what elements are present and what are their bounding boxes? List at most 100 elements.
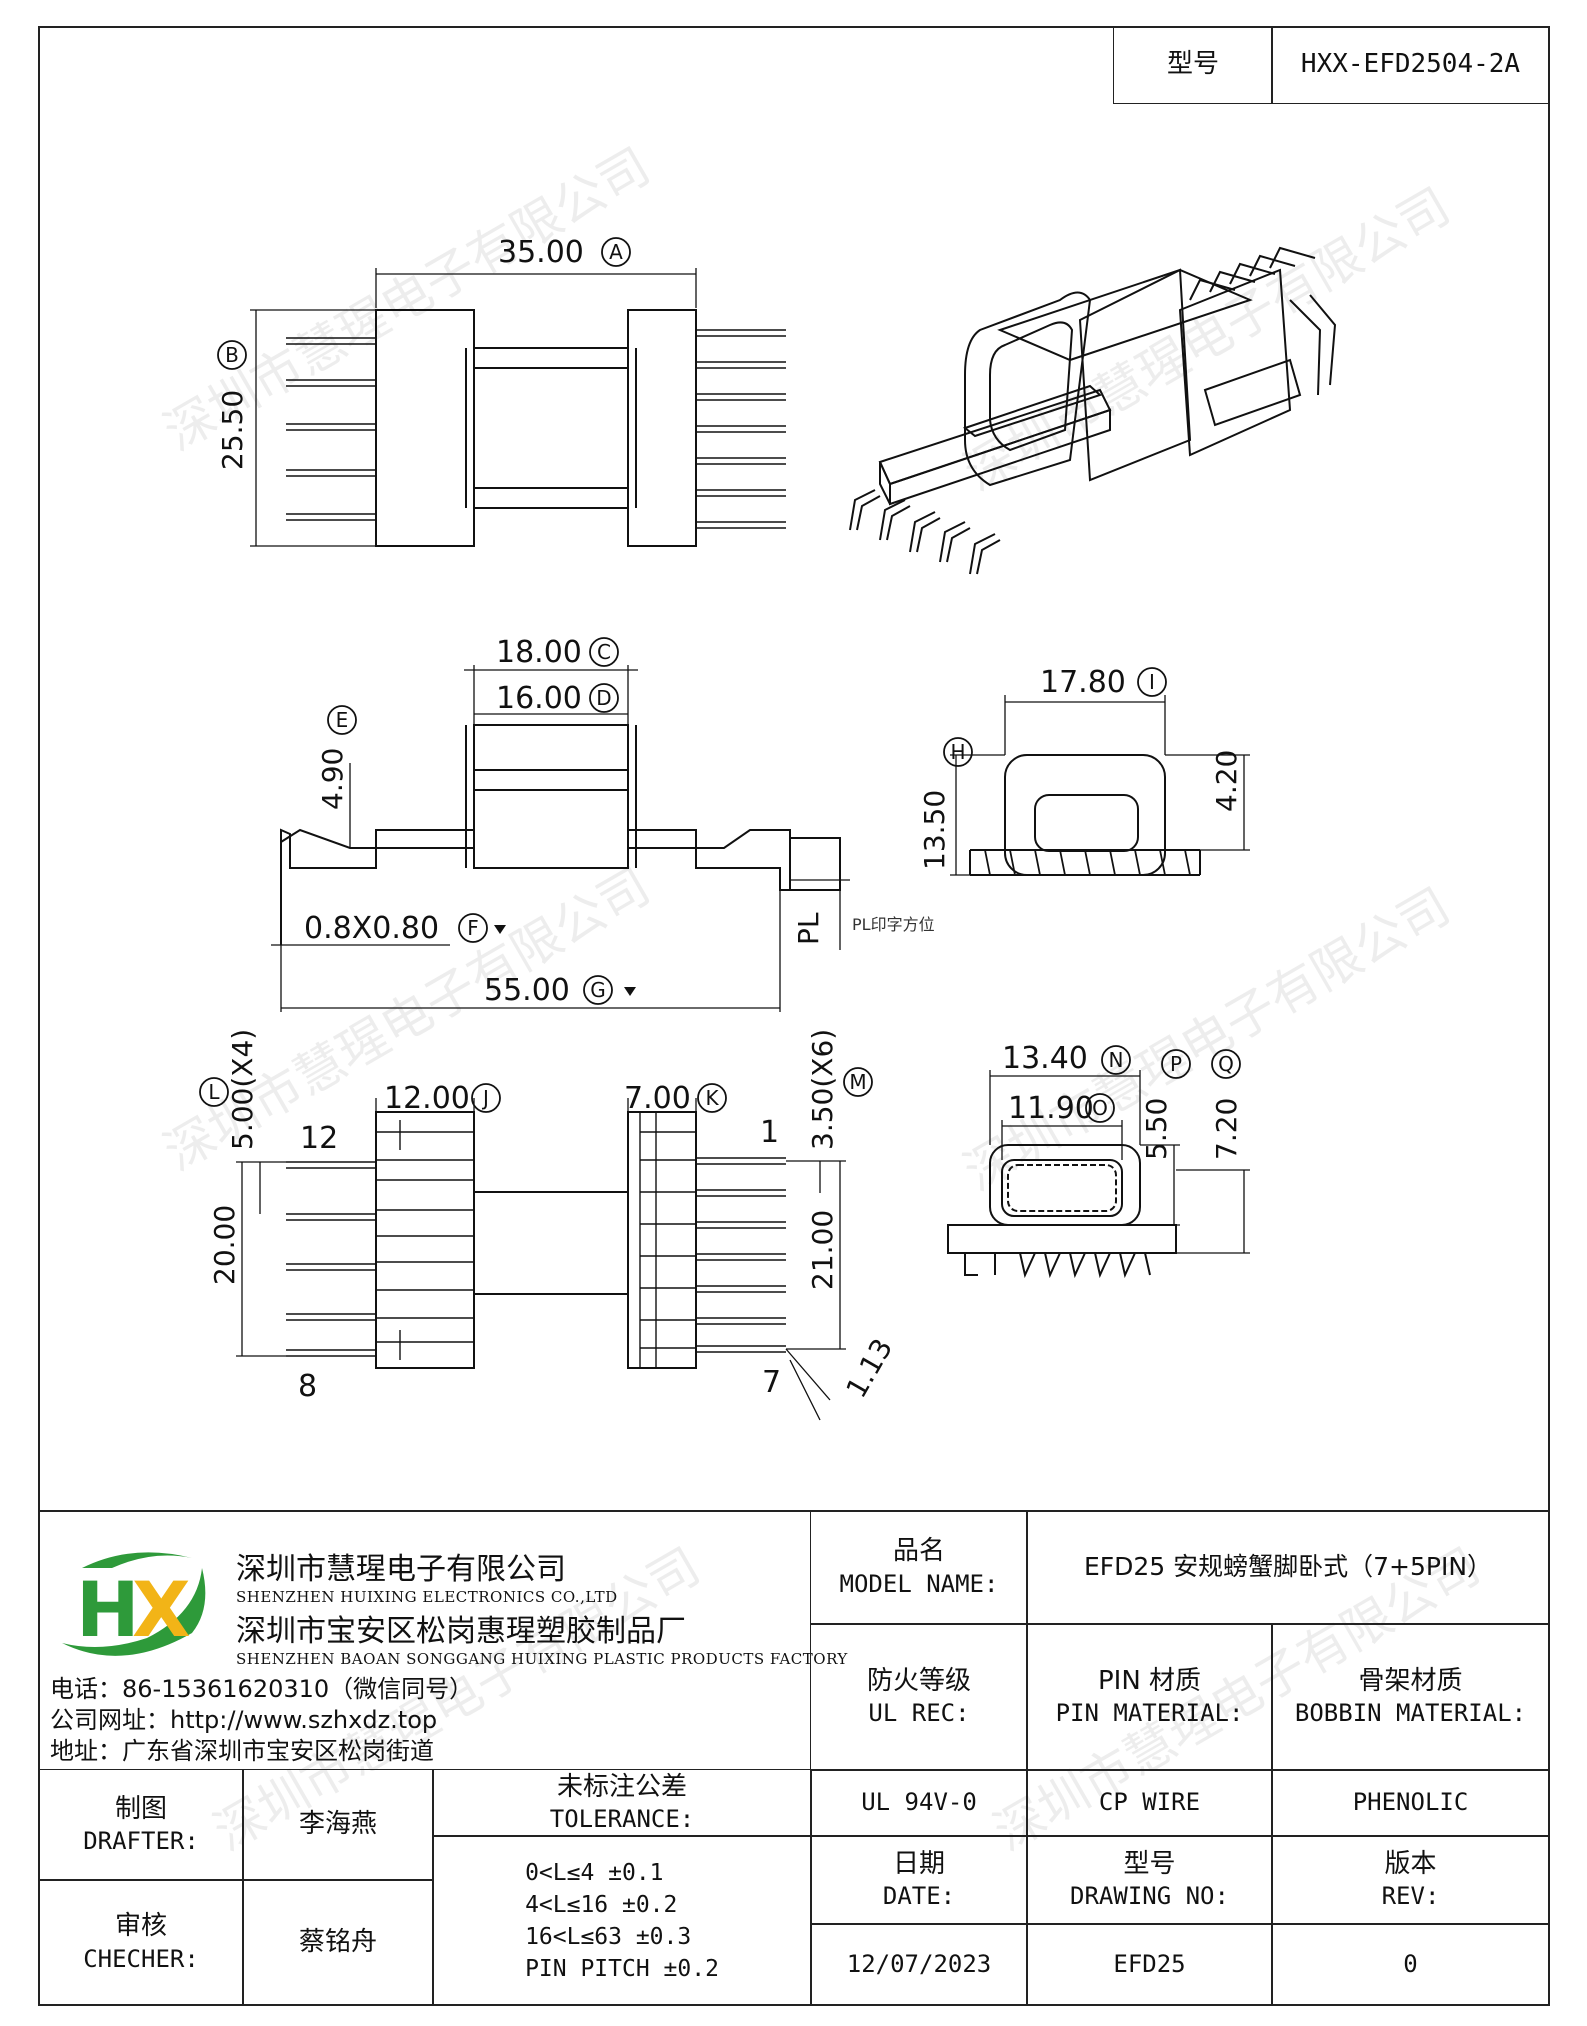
- model-name-cn: 品名: [892, 1536, 945, 1566]
- model-name-label-cell: 品名 MODEL NAME:: [810, 1510, 1028, 1625]
- company-logo: H X: [62, 1552, 206, 1656]
- header-label-cell: 型号: [1113, 26, 1273, 104]
- drafter-name-cell: 李海燕: [242, 1769, 434, 1881]
- callout-letter: N: [1109, 1048, 1124, 1072]
- bobbin-value: PHENOLIC: [1352, 1788, 1469, 1817]
- callout-letter: A: [609, 240, 623, 264]
- pin-number-7: 7: [762, 1365, 781, 1400]
- checker-label-cell: 审核 CHECHER:: [38, 1879, 244, 2006]
- model-name-en: MODEL NAME:: [839, 1569, 999, 1598]
- ul-cn: 防火等级: [866, 1665, 971, 1696]
- arrow-markers: [494, 925, 636, 996]
- date-value: 12/07/2023: [846, 1949, 992, 1978]
- dim-offset-text: 1.13: [839, 1333, 899, 1403]
- ul-value-cell: UL 94V-0: [810, 1769, 1028, 1837]
- dim-d-text: 16.00: [496, 681, 582, 716]
- callout-circle: [471, 1083, 501, 1113]
- company-name-en: SHENZHEN HUIXING ELECTRONICS CO.,LTD: [236, 1588, 618, 1606]
- callout-circle: [458, 913, 488, 943]
- ul-en: UL REC:: [868, 1699, 970, 1728]
- callout-letter: G: [590, 978, 606, 1002]
- ul-value: UL 94V-0: [861, 1788, 977, 1817]
- address: 地址：广东省深圳市宝安区松岗街道: [50, 1737, 434, 1765]
- drawing-no-en: DRAWING NO:: [1070, 1882, 1229, 1911]
- callout-circle: [1101, 1045, 1131, 1075]
- date-label-cell: 日期 DATE:: [810, 1835, 1028, 1925]
- bobbin-value-cell: PHENOLIC: [1271, 1769, 1550, 1837]
- side-view: [271, 665, 850, 1012]
- rev-value: 0: [1403, 1949, 1418, 1978]
- bobbin-material-cn: 骨架材质: [1358, 1665, 1463, 1696]
- callout-circle: [843, 1067, 873, 1097]
- isometric-view: [849, 246, 1337, 575]
- rev-en: REV:: [1381, 1882, 1440, 1911]
- ul-label-cell: 防火等级 UL REC:: [810, 1623, 1028, 1771]
- pin-material-cn: PIN 材质: [1097, 1665, 1202, 1696]
- callout-letter: H: [950, 740, 965, 764]
- dim-m-text: 3.50(X6): [806, 1029, 839, 1150]
- end-view-2: [947, 1070, 1250, 1279]
- drafter-cn: 制图: [114, 1793, 167, 1824]
- pin-number-1: 1: [760, 1115, 779, 1150]
- dim-f-text: 0.8X0.80: [304, 911, 439, 946]
- callout-circle: [589, 683, 619, 713]
- callout-circle: [199, 1077, 229, 1107]
- dim-a-text: 35.00: [498, 235, 584, 270]
- callout-letter: P: [1170, 1052, 1182, 1076]
- dim-c-text: 18.00: [496, 635, 582, 670]
- callout-letter: I: [1149, 670, 1155, 694]
- dim-b-text: 25.50: [216, 390, 249, 470]
- dim-n-text: 13.40: [1002, 1041, 1088, 1076]
- dim-e-text: 4.90: [316, 748, 349, 810]
- model-name-value-cell: EFD25 安规螃蟹脚卧式（7+5PIN）: [1026, 1510, 1550, 1625]
- rev-cn: 版本: [1384, 1848, 1437, 1879]
- callout-circle: [217, 340, 247, 370]
- tolerance-list: 0<L≤4 ±0.1 4<L≤16 ±0.2 16<L≤63 ±0.3 PIN …: [525, 1857, 719, 1985]
- drawing-no-cn: 型号: [1123, 1848, 1176, 1879]
- callout-letter: B: [225, 343, 239, 367]
- pin-material-en: PIN MATERIAL:: [1055, 1699, 1244, 1728]
- dim-p-text: 5.50: [1140, 1098, 1173, 1160]
- tolerance-line: 16<L≤63 ±0.3: [525, 1923, 692, 1950]
- rev-value-cell: 0: [1271, 1923, 1550, 2006]
- date-cn: 日期: [892, 1848, 945, 1879]
- callout-circle: [943, 737, 973, 767]
- svg-text:X: X: [132, 1565, 191, 1654]
- callout-circle: [589, 637, 619, 667]
- callout-circle: [1085, 1093, 1115, 1123]
- svg-text:H: H: [76, 1565, 140, 1654]
- callout-letter: K: [705, 1086, 719, 1110]
- tolerance-line: 4<L≤16 ±0.2: [525, 1891, 678, 1918]
- callout-circle: [583, 975, 613, 1005]
- dimension-labels: 35.00 25.50 18.00 16.00 4.90 0.8X0.80 55…: [208, 235, 1243, 1404]
- callout-letter: Q: [1218, 1052, 1234, 1076]
- bottom-view: [236, 1098, 846, 1421]
- drawing-no-value: EFD25: [1113, 1949, 1186, 1978]
- header-part-number-cell: HXX-EFD2504-2A: [1271, 26, 1550, 104]
- pin-value-cell: CP WIRE: [1026, 1769, 1273, 1837]
- pl-note-text: PL印字方位: [852, 915, 935, 934]
- callout-circle: [1161, 1049, 1191, 1079]
- dim-right-span-text: 21.00: [806, 1210, 839, 1290]
- header-label: 型号: [1166, 49, 1219, 80]
- date-value-cell: 12/07/2023: [810, 1923, 1028, 2006]
- dim-o-text: 11.90: [1008, 1091, 1094, 1126]
- callout-letter: O: [1092, 1096, 1108, 1120]
- drawing-no-label-cell: 型号 DRAWING NO:: [1026, 1835, 1273, 1925]
- callout-letter: M: [849, 1070, 866, 1094]
- title-block-divider: [38, 1510, 1550, 1512]
- callout-circle: [327, 705, 357, 735]
- checker-cn: 审核: [114, 1911, 167, 1941]
- top-view: [250, 268, 786, 547]
- website: 公司网址：http://www.szhxdz.top: [50, 1706, 438, 1734]
- drafter-name: 李海燕: [298, 1809, 377, 1840]
- pl-text: PL: [792, 912, 825, 945]
- bobbin-material-label-cell: 骨架材质 BOBBIN MATERIAL:: [1271, 1623, 1550, 1771]
- dim-i-text: 17.80: [1040, 665, 1126, 700]
- tolerance-cn: 未标注公差: [556, 1771, 687, 1802]
- drafter-label-cell: 制图 DRAFTER:: [38, 1769, 244, 1881]
- factory-name-cn: 深圳市宝安区松岗惠瑆塑胶制品厂: [236, 1614, 686, 1649]
- tolerance-line: PIN PITCH ±0.2: [525, 1955, 719, 1982]
- tolerance-label-cell: 未标注公差 TOLERANCE:: [432, 1769, 812, 1837]
- checker-name: 蔡铭舟: [298, 1926, 377, 1957]
